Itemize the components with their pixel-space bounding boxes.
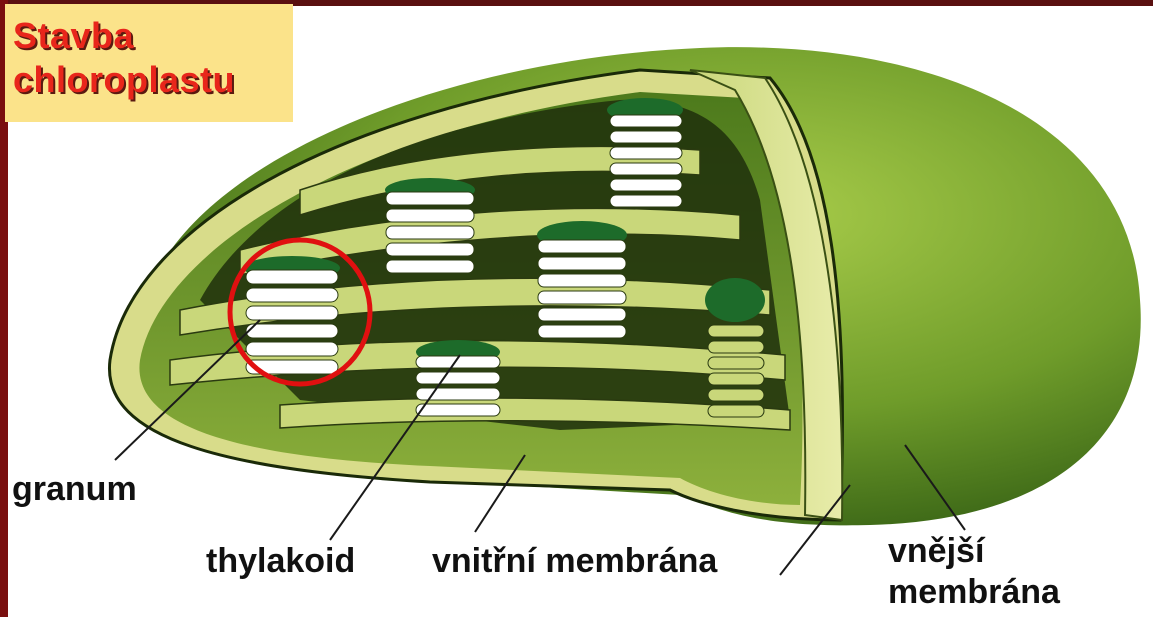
granum-stack [416,340,500,416]
title-line-1: Stavba [13,14,293,58]
granum-stack-highlighted [244,256,340,374]
title-line-2: chloroplastu [13,58,293,102]
granum-stack [537,221,627,338]
label-granum: granum [12,470,137,509]
granum-stack [607,98,683,207]
label-thylakoid: thylakoid [206,542,355,581]
granum-stack [705,278,765,417]
label-inner-membrane: vnitřní membrána [432,542,717,581]
label-outer-membrane-line2: membrána [888,573,1060,612]
label-outer-membrane-line1: vnější [888,532,984,571]
title-box: Stavba chloroplastu [5,4,293,122]
